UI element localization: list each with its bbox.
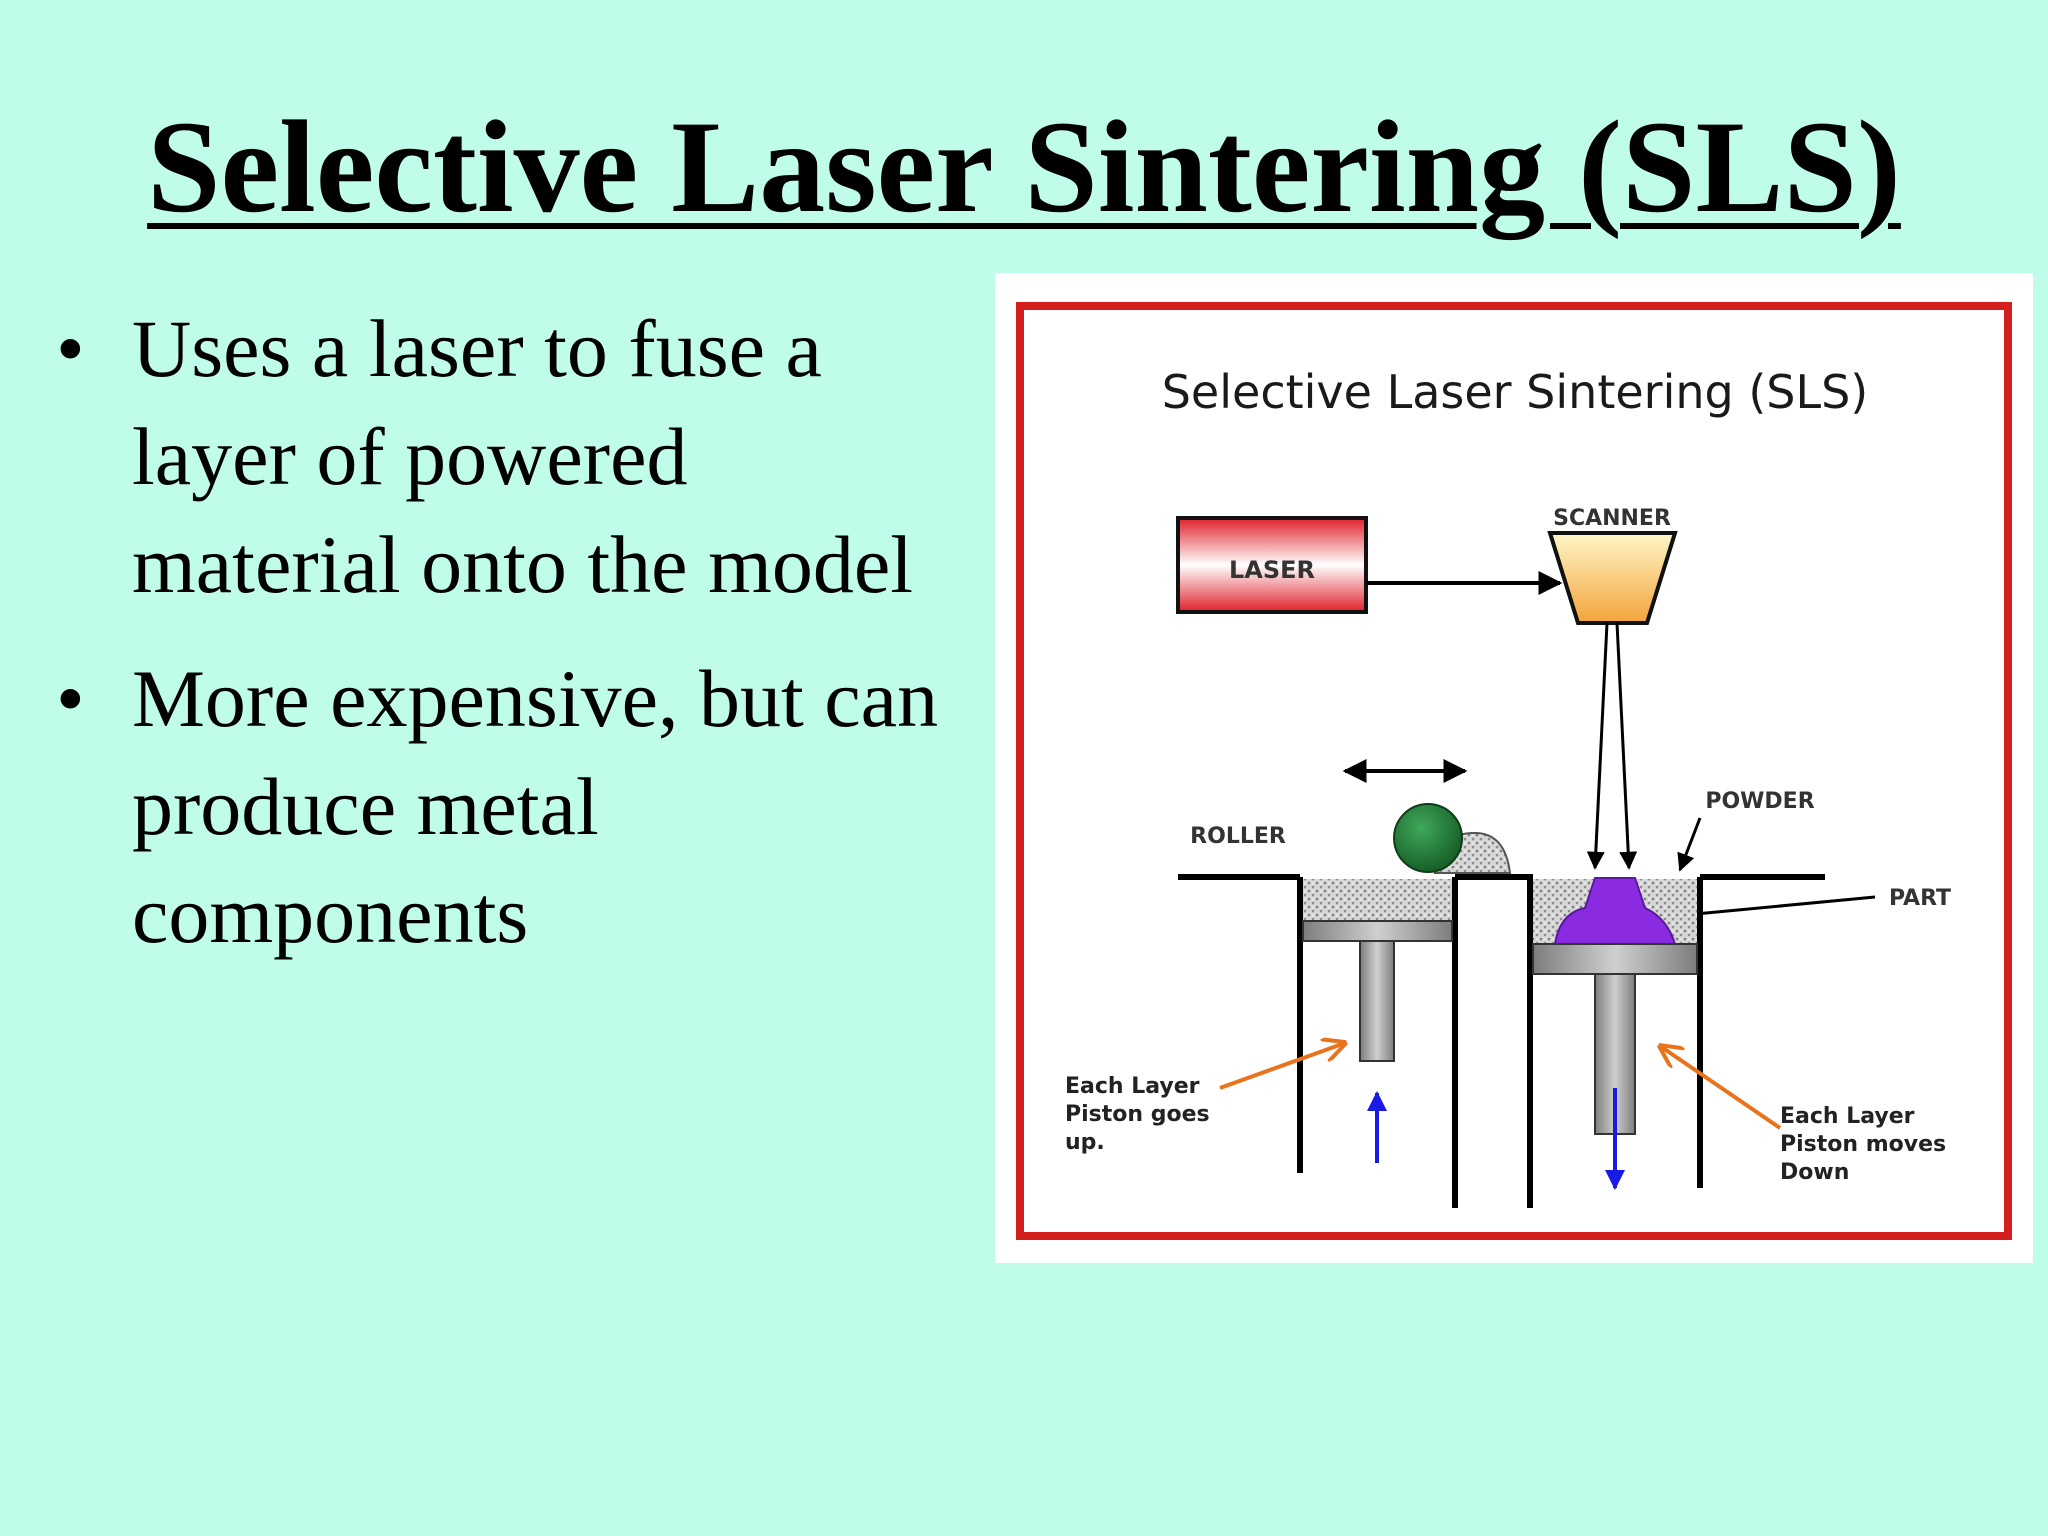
left-note-line: Each Layer [1065,1074,1200,1099]
bullet-text: Uses a laser to fuse a layer of powered … [132,303,914,610]
right-note: Each Layer Piston moves Down [1780,1104,1954,1185]
sls-diagram: Selective Laser Sintering (SLS) LASER SC… [995,273,2033,1263]
bullet-dot: • [56,653,85,744]
bullet-item: • More expensive, but can produce metal … [56,645,956,969]
sls-diagram-svg: Selective Laser Sintering (SLS) LASER SC… [1016,302,2012,1240]
bullet-list: • Uses a laser to fuse a layer of powere… [56,295,956,995]
bullet-item: • Uses a laser to fuse a layer of powere… [56,295,956,619]
right-note-line: Each Layer [1780,1104,1915,1129]
bullet-text: More expensive, but can produce metal co… [132,653,939,960]
right-note-arrow [1660,1046,1782,1130]
left-note-line: Piston goes [1065,1102,1210,1127]
divider-wall [1455,874,1533,1208]
diagram-frame [1016,302,2012,1240]
feed-powder-bed [1303,879,1452,921]
build-piston-plate [1532,943,1698,975]
laser-label: LASER [1229,556,1315,584]
powder-pointer [1677,817,1702,872]
laser-box [1176,516,1368,614]
diagram-title: Selective Laser Sintering (SLS) [1162,365,1869,419]
part-pointer [1683,895,1876,923]
left-note-arrow [1219,1043,1345,1090]
left-note: Each Layer Piston goes up. [1065,1074,1217,1155]
right-note-line: Piston moves [1780,1132,1946,1157]
right-note-line: Down [1780,1160,1849,1185]
scan-beam-left [1586,622,1609,870]
feed-piston-plate [1302,920,1453,942]
scanner-shape [1547,531,1678,625]
powder-label: POWDER [1705,789,1814,814]
left-note-line: up. [1065,1130,1105,1155]
part-label: PART [1889,886,1951,911]
scanner-label: SCANNER [1553,506,1671,531]
feed-piston-rod [1359,940,1395,1062]
roller-label: ROLLER [1190,824,1286,849]
bullet-dot: • [56,303,85,394]
slide-title: Selective Laser Sintering (SLS) [147,93,1901,240]
sintered-part [1553,877,1677,945]
scan-beam-right [1615,622,1638,870]
roller [1393,803,1463,873]
